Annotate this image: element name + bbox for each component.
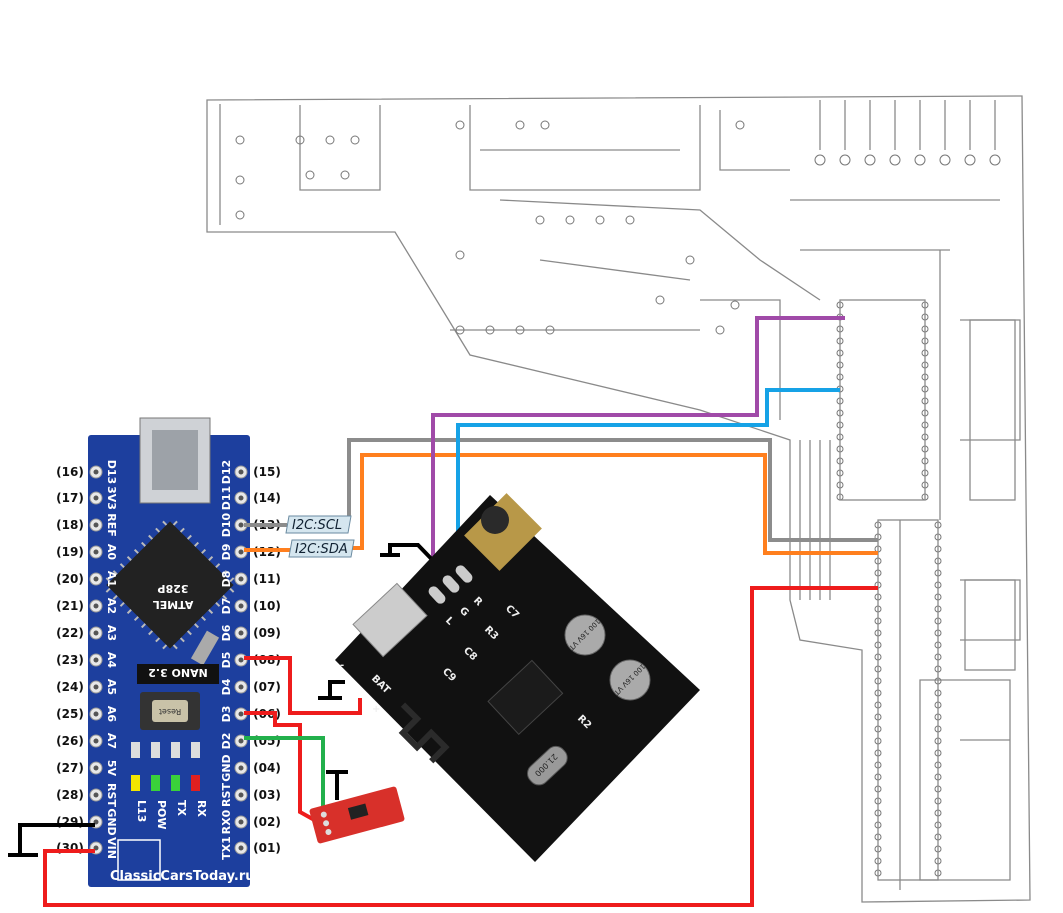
pin-label: RST bbox=[105, 783, 118, 807]
led-label: RX bbox=[195, 800, 208, 817]
bat-plus: + bbox=[372, 704, 380, 715]
micro-usb-port bbox=[352, 582, 428, 658]
pin-label: D11 bbox=[220, 486, 233, 510]
led-label: L13 bbox=[135, 800, 148, 822]
pin-label: A3 bbox=[105, 625, 118, 641]
pin-number: (25) bbox=[56, 707, 84, 721]
arduino-nano-board: ATMEL 328P NANO 3.2 Reset L13 POW TX RX Cla… bbox=[56, 417, 281, 887]
pin-label: GND bbox=[220, 754, 233, 781]
pin-number: (18) bbox=[56, 518, 84, 532]
wire-scl[interactable] bbox=[244, 438, 878, 542]
wire-gnd[interactable] bbox=[8, 823, 95, 857]
pin-label: RX0 bbox=[220, 809, 233, 834]
wire-bat-gnd[interactable] bbox=[318, 680, 345, 700]
pin-number: (28) bbox=[56, 788, 84, 802]
pin-label: REF bbox=[105, 513, 118, 537]
wire-audio-left[interactable] bbox=[431, 316, 845, 592]
pin-number: (16) bbox=[56, 465, 84, 479]
pin-number: (07) bbox=[253, 680, 281, 694]
led-rx bbox=[191, 775, 200, 791]
pin-number: (21) bbox=[56, 599, 84, 613]
crystal bbox=[527, 745, 568, 786]
wires bbox=[8, 316, 878, 907]
pin-number: (10) bbox=[253, 599, 281, 613]
pin-label: A7 bbox=[105, 733, 118, 749]
wire-d5-bat-plus[interactable] bbox=[244, 656, 362, 715]
pin-number: (26) bbox=[56, 734, 84, 748]
pin-number: (09) bbox=[253, 626, 281, 640]
pin-label: A1 bbox=[105, 571, 118, 587]
atmega-chip bbox=[105, 520, 235, 650]
pin-label: D2 bbox=[220, 733, 233, 750]
reset-button[interactable] bbox=[152, 700, 188, 722]
wire-sda[interactable] bbox=[244, 453, 878, 555]
pin-label: VIN bbox=[105, 837, 118, 859]
pin-label: 5V bbox=[105, 760, 118, 777]
pin-label: D12 bbox=[220, 460, 233, 484]
pin-number: (19) bbox=[56, 545, 84, 559]
svg-text:I2C:SCL: I2C:SCL bbox=[292, 518, 342, 533]
pin-label: D4 bbox=[220, 678, 233, 695]
wire-vin-power[interactable] bbox=[43, 586, 878, 907]
i2c-sda-tag: I2C:SDA bbox=[288, 539, 355, 558]
model-label: NANO 3.2 bbox=[148, 666, 208, 679]
capacitor-2 bbox=[609, 659, 651, 701]
pin-label: D7 bbox=[220, 598, 233, 615]
pin-label: 3V3 bbox=[105, 486, 118, 510]
pin-label: D5 bbox=[220, 652, 233, 669]
pin-number: (11) bbox=[253, 572, 281, 586]
pin-label: A2 bbox=[105, 598, 118, 614]
pin-number: (04) bbox=[253, 761, 281, 775]
pin-label: RST bbox=[220, 783, 233, 807]
led-tx bbox=[171, 775, 180, 791]
pin-number: (22) bbox=[56, 626, 84, 640]
bluetooth-audio-module: 100 16V VT 100 16V VT 21.000 R G L BAT +… bbox=[335, 493, 700, 862]
i2c-scl-tag: I2C:SCL bbox=[285, 515, 352, 534]
svg-text:I2C:SDA: I2C:SDA bbox=[295, 542, 348, 557]
pin-label: A6 bbox=[105, 706, 118, 723]
status-leds: L13 POW TX RX bbox=[131, 742, 208, 830]
led-l13 bbox=[131, 775, 140, 791]
audio-pads bbox=[428, 565, 473, 604]
pin-number: (03) bbox=[253, 788, 281, 802]
wire-d2-sensor[interactable] bbox=[244, 736, 325, 815]
chip-label-atmel: ATMEL bbox=[153, 598, 194, 611]
pin-number: (14) bbox=[253, 491, 281, 505]
pin-number: (23) bbox=[56, 653, 84, 667]
pin-number: (15) bbox=[253, 465, 281, 479]
pin-number: (20) bbox=[56, 572, 84, 586]
pin-number: (01) bbox=[253, 841, 281, 855]
pin-label: D8 bbox=[220, 571, 233, 588]
audio-jack bbox=[464, 493, 542, 571]
pin-label: A4 bbox=[105, 652, 118, 669]
pin-label: D3 bbox=[220, 706, 233, 723]
pin-number: (24) bbox=[56, 680, 84, 694]
pin-number: (27) bbox=[56, 761, 84, 775]
bat-minus: - bbox=[340, 660, 344, 671]
pin-label: D10 bbox=[220, 512, 233, 537]
pin-label: D6 bbox=[220, 624, 233, 641]
chip-label-328p: 328P bbox=[157, 582, 188, 595]
led-pow bbox=[151, 775, 160, 791]
pin-label: A5 bbox=[105, 679, 118, 695]
pin-number: (02) bbox=[253, 815, 281, 829]
led-label: TX bbox=[175, 800, 188, 817]
pin-number: (17) bbox=[56, 491, 84, 505]
touch-sensor-module bbox=[309, 786, 405, 844]
led-label: POW bbox=[155, 800, 168, 830]
wire-d3-sensor[interactable] bbox=[244, 711, 319, 824]
capacitor-1 bbox=[564, 614, 606, 656]
reset-label: Reset bbox=[159, 707, 181, 716]
pin-label: GND bbox=[105, 808, 118, 835]
pin-label: D13 bbox=[105, 460, 118, 484]
arduino-watermark: ClassicCarsToday.ru bbox=[110, 869, 255, 884]
pin-label: TX1 bbox=[220, 836, 233, 860]
pin-label: A0 bbox=[105, 544, 118, 561]
wire-sensor-gnd[interactable] bbox=[326, 770, 348, 800]
radio-pcb-schematic bbox=[206, 95, 1031, 903]
pin-label: D9 bbox=[220, 544, 233, 561]
antenna-trace bbox=[398, 702, 450, 764]
wire-audio-right[interactable] bbox=[456, 388, 840, 567]
